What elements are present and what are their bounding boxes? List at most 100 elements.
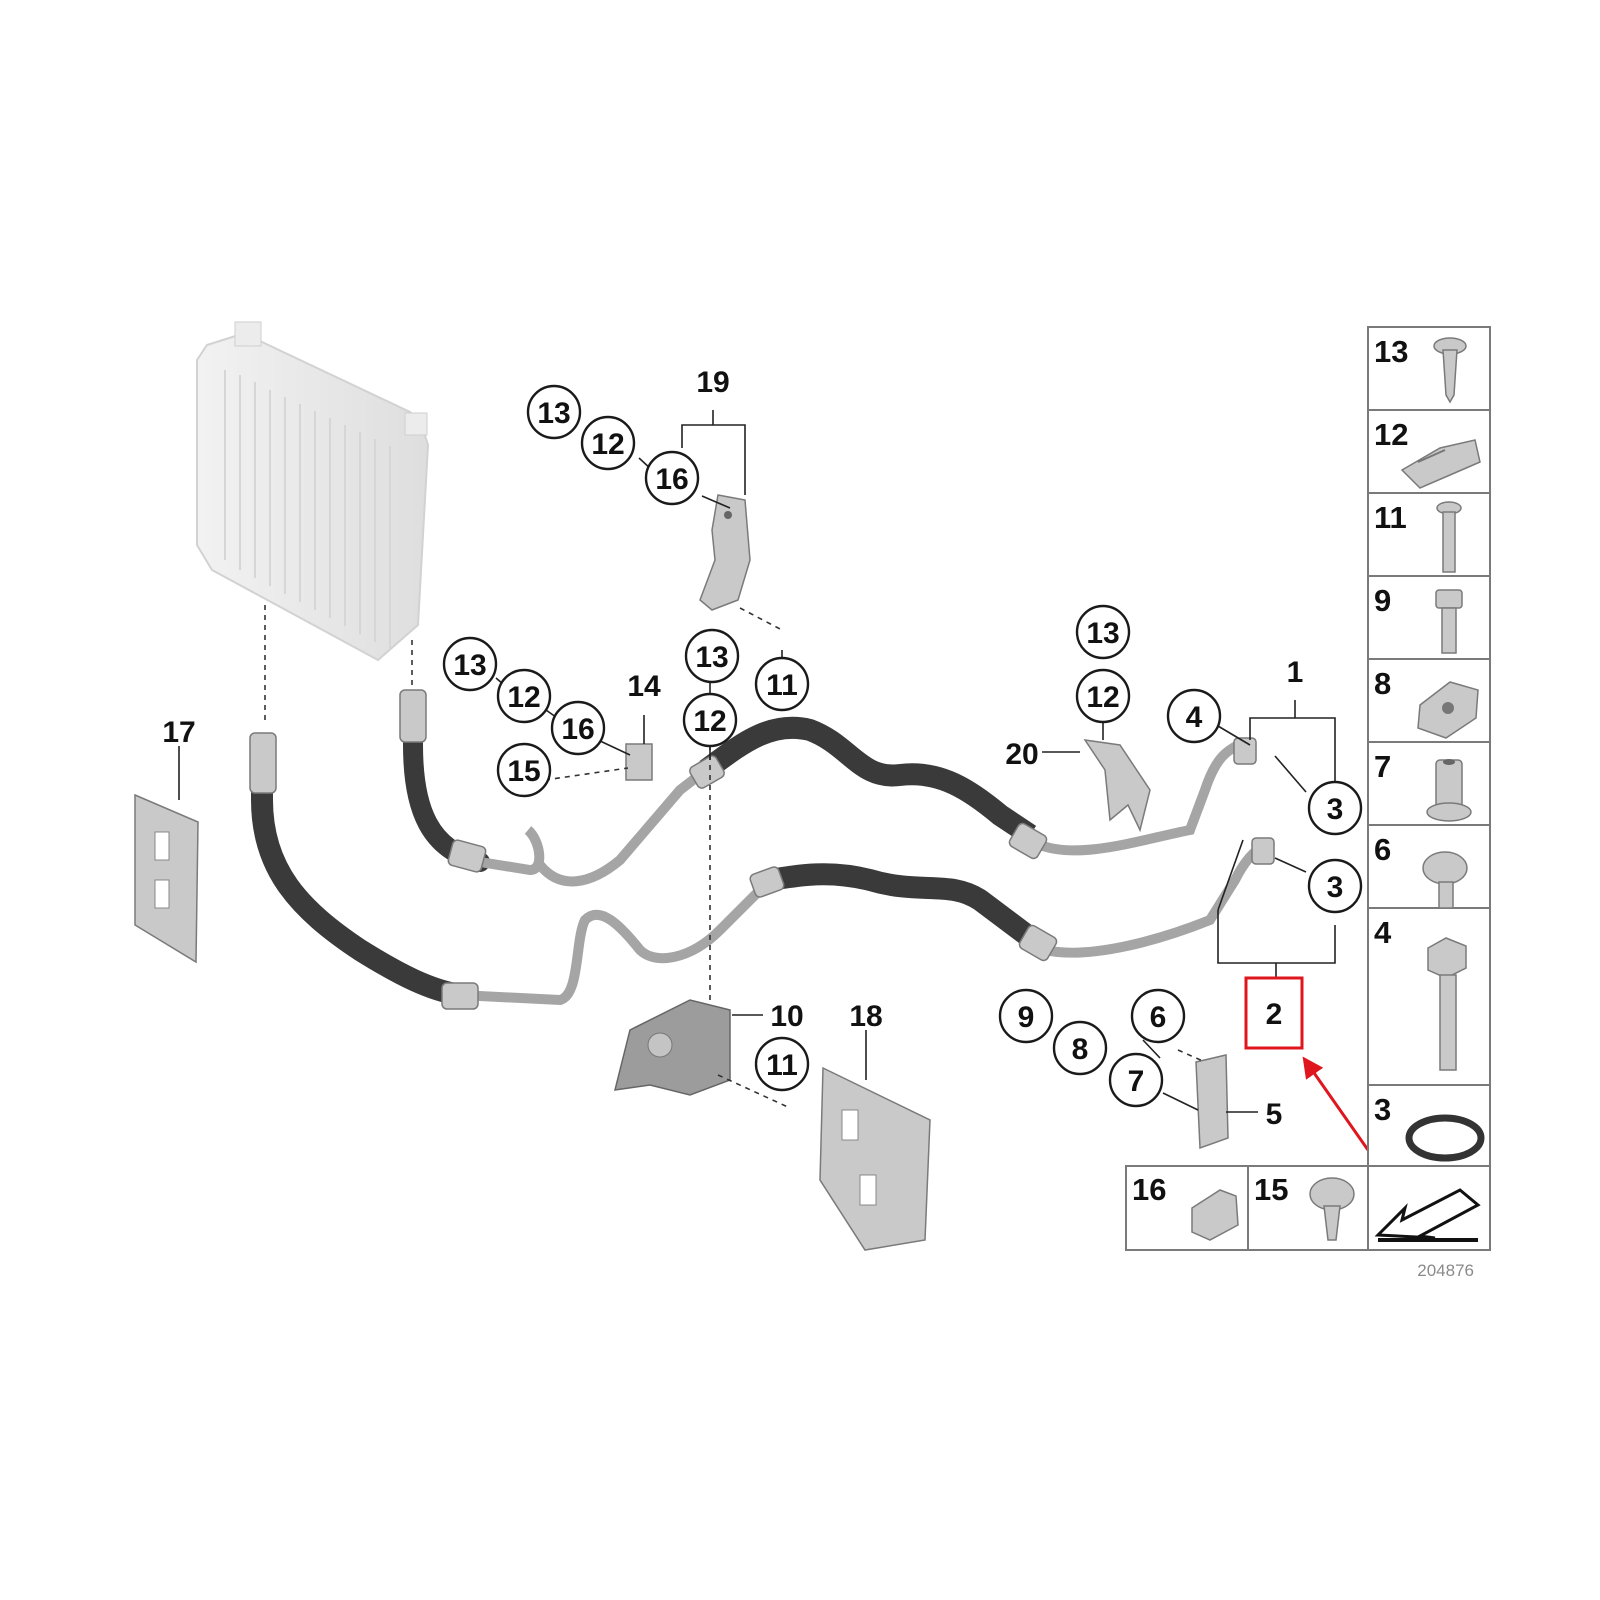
callout-circle xyxy=(526,384,582,440)
callout-8: 8 xyxy=(1052,1020,1108,1076)
callout-circle xyxy=(580,415,636,471)
legend-number-7: 7 xyxy=(1374,749,1391,784)
legend-number-4: 4 xyxy=(1374,915,1392,950)
bracket-18 xyxy=(819,1066,931,1251)
arrow-left-icon xyxy=(1374,1188,1481,1242)
legend-number-15: 15 xyxy=(1254,1172,1288,1207)
legend-number-3: 3 xyxy=(1374,1092,1391,1127)
callout-13: 13 xyxy=(1075,604,1131,660)
callout-circle xyxy=(550,700,606,756)
legend-number-12: 12 xyxy=(1374,417,1408,452)
callout-label: 8 xyxy=(1072,1033,1089,1066)
part-label-5: 5 xyxy=(1266,1098,1283,1131)
bracket-5 xyxy=(1177,1049,1229,1150)
callout-11: 11 xyxy=(754,656,810,712)
callout-circle xyxy=(1075,604,1131,660)
reference-code: 204876 xyxy=(1417,1261,1474,1280)
callout-circle xyxy=(1166,688,1222,744)
clip-16-icon xyxy=(1191,1189,1239,1241)
screw-icon xyxy=(1433,337,1467,404)
callout-13: 13 xyxy=(684,628,740,684)
highlight-part-2: 2 xyxy=(1244,976,1370,1151)
callout-15: 15 xyxy=(496,742,552,798)
callout-circle xyxy=(442,636,498,692)
callout-circle xyxy=(1307,780,1363,836)
bracket-19 xyxy=(699,494,783,631)
callout-label: 3 xyxy=(1327,793,1344,826)
callout-label: 3 xyxy=(1327,871,1344,904)
clamp-nut-icon xyxy=(1417,681,1479,739)
part-label-10: 10 xyxy=(770,1000,803,1033)
callout-label: 11 xyxy=(766,669,798,702)
callout-label: 12 xyxy=(1086,681,1119,714)
part-label-19: 19 xyxy=(696,366,729,399)
callout-label: 4 xyxy=(1186,701,1203,734)
callout-12: 12 xyxy=(682,692,738,748)
callout-12: 12 xyxy=(1075,668,1131,724)
legend-number-6: 6 xyxy=(1374,832,1391,867)
callout-13: 13 xyxy=(526,384,582,440)
callout-circle xyxy=(1052,1020,1108,1076)
collar-screw-icon xyxy=(1422,851,1468,909)
callout-circle xyxy=(1307,858,1363,914)
callout-circle xyxy=(496,668,552,724)
callout-circle xyxy=(1075,668,1131,724)
callout-label: 16 xyxy=(655,463,688,496)
callouts: 13 12 16 13 12 16 15 13 12 11 13 12 4 3 3 11 9 8 67 xyxy=(442,384,1363,1108)
part-label-20: 20 xyxy=(1005,738,1038,771)
callout-circle xyxy=(684,628,740,684)
callout-9: 9 xyxy=(998,988,1054,1044)
part-label-1: 1 xyxy=(1287,656,1304,689)
legend-number-9: 9 xyxy=(1374,583,1391,618)
callout-label: 12 xyxy=(591,428,624,461)
callout-label: 12 xyxy=(693,705,726,738)
callout-label: 7 xyxy=(1128,1065,1145,1098)
callout-6: 6 xyxy=(1130,988,1186,1044)
callout-circle xyxy=(496,742,552,798)
legend-number-16: 16 xyxy=(1132,1172,1166,1207)
callout-3: 3 xyxy=(1307,858,1363,914)
callout-label: 13 xyxy=(695,641,728,674)
callout-circle xyxy=(644,450,700,506)
bracket-20 xyxy=(1083,739,1151,833)
callout-circle xyxy=(1130,988,1186,1044)
oil-lines xyxy=(249,689,1275,1010)
highlight-arrow xyxy=(1302,1056,1370,1151)
legend-number-11: 11 xyxy=(1374,500,1407,535)
callout-16: 16 xyxy=(644,450,700,506)
part-label-17: 17 xyxy=(162,716,195,749)
callout-label: 13 xyxy=(537,397,570,430)
callout-12: 12 xyxy=(496,668,552,724)
callout-circle xyxy=(754,656,810,712)
callout-4: 4 xyxy=(1166,688,1222,744)
callout-16: 16 xyxy=(550,700,606,756)
part-label-14: 14 xyxy=(627,670,661,703)
callout-3: 3 xyxy=(1307,780,1363,836)
callout-label: 15 xyxy=(507,755,540,788)
oil-cooler xyxy=(196,321,430,720)
callout-label: 11 xyxy=(766,1049,798,1082)
legend-number-13: 13 xyxy=(1374,334,1408,369)
callout-13: 13 xyxy=(442,636,498,692)
callout-circle xyxy=(1108,1052,1164,1108)
o-ring-icon xyxy=(1405,1114,1485,1162)
callout-label: 16 xyxy=(561,713,594,746)
clip-14 xyxy=(625,743,653,781)
callout-11: 11 xyxy=(754,1036,810,1092)
hex-bolt-icon xyxy=(1435,589,1463,654)
rivet-nut-icon xyxy=(1426,759,1472,822)
callout-label: 13 xyxy=(1086,617,1119,650)
callout-circle xyxy=(754,1036,810,1092)
push-rivet-icon xyxy=(1309,1177,1355,1241)
callout-label: 12 xyxy=(507,681,540,714)
callout-12: 12 xyxy=(580,415,636,471)
callout-7: 7 xyxy=(1108,1052,1164,1108)
callout-label: 13 xyxy=(453,649,486,682)
callout-circle xyxy=(682,692,738,748)
callout-label: 9 xyxy=(1018,1001,1035,1034)
bracket-10 xyxy=(614,735,791,1109)
callout-label: 6 xyxy=(1150,1001,1167,1034)
